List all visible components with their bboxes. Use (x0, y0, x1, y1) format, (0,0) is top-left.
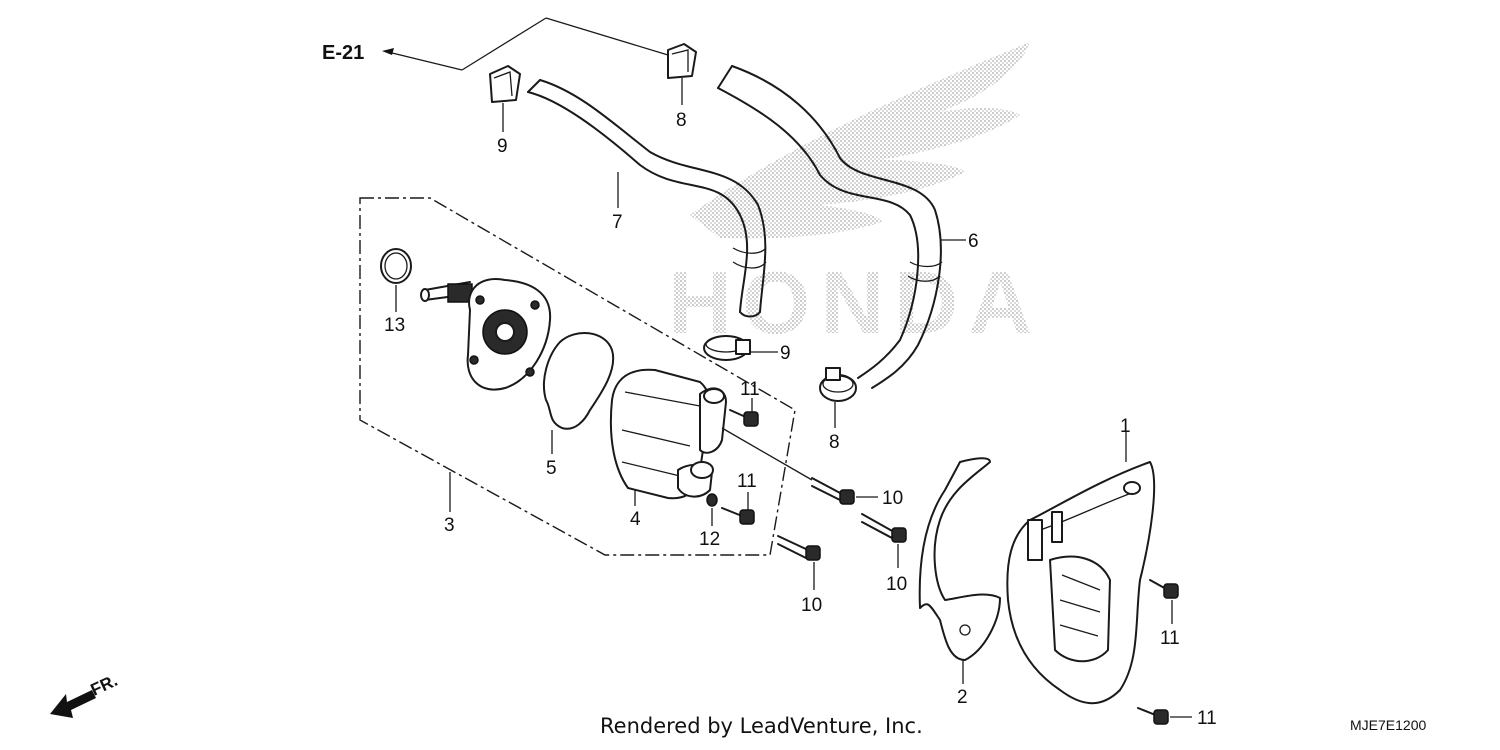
callout-9a: 9 (497, 136, 508, 157)
diagram-code: MJE7E1200 (1350, 717, 1426, 733)
bolt-11-b (721, 507, 755, 525)
callout-5: 5 (546, 458, 557, 479)
callout-10b: 10 (886, 574, 907, 595)
callout-13: 13 (384, 315, 405, 336)
bolt-10-a (811, 477, 855, 505)
honda-wing-logo (690, 42, 1030, 239)
hose-clamp-9-top (489, 65, 521, 103)
callout-10c: 10 (801, 595, 822, 616)
coolant-hose-6 (717, 65, 943, 389)
callout-6: 6 (968, 231, 979, 252)
o-ring-13 (380, 248, 412, 284)
assembly-boundary (359, 197, 796, 556)
coolant-hose-7 (527, 79, 767, 318)
front-direction-indicator: FR. (50, 671, 121, 718)
hose-clamp-9-mid (703, 335, 751, 361)
bolt-10-b (861, 513, 907, 543)
o-ring-12 (706, 493, 718, 507)
gasket-5 (542, 331, 615, 430)
callout-11c: 11 (1160, 628, 1180, 649)
front-arrow-icon (50, 690, 96, 718)
bolt-10-c (777, 535, 821, 561)
callout-11b: 11 (737, 471, 757, 492)
callout-9b: 9 (780, 343, 791, 364)
reference-label: E-21 (322, 42, 364, 64)
callout-2: 2 (957, 687, 968, 708)
callout-1: 1 (1120, 416, 1131, 437)
callout-4: 4 (630, 509, 641, 530)
cover-gasket-2 (918, 457, 1001, 661)
hose-clamp-8-mid (819, 367, 857, 402)
pump-impeller-assembly (420, 278, 552, 391)
render-credit: Rendered by LeadVenture, Inc. (600, 714, 923, 738)
callout-7: 7 (612, 212, 623, 233)
callout-11d: 11 (1197, 708, 1217, 729)
pump-cover-4 (609, 368, 727, 500)
callout-11a: 11 (740, 379, 760, 400)
callouts: 1 2 3 4 5 6 7 8 8 9 9 10 10 10 11 11 11 … (384, 110, 1217, 729)
callout-3: 3 (444, 515, 455, 536)
callout-12: 12 (699, 529, 720, 550)
water-pump-cover-1 (1006, 461, 1156, 705)
callout-8a: 8 (676, 110, 687, 131)
hose-clamp-8-top (667, 43, 697, 79)
callout-10a: 10 (882, 488, 903, 509)
leader-lines (395, 78, 1192, 718)
reference-e21: E-21 (322, 17, 669, 71)
bolt-11-c (1149, 579, 1179, 599)
callout-8b: 8 (829, 432, 840, 453)
bolt-11-d (1137, 707, 1169, 725)
bolt-11-a (729, 409, 759, 427)
